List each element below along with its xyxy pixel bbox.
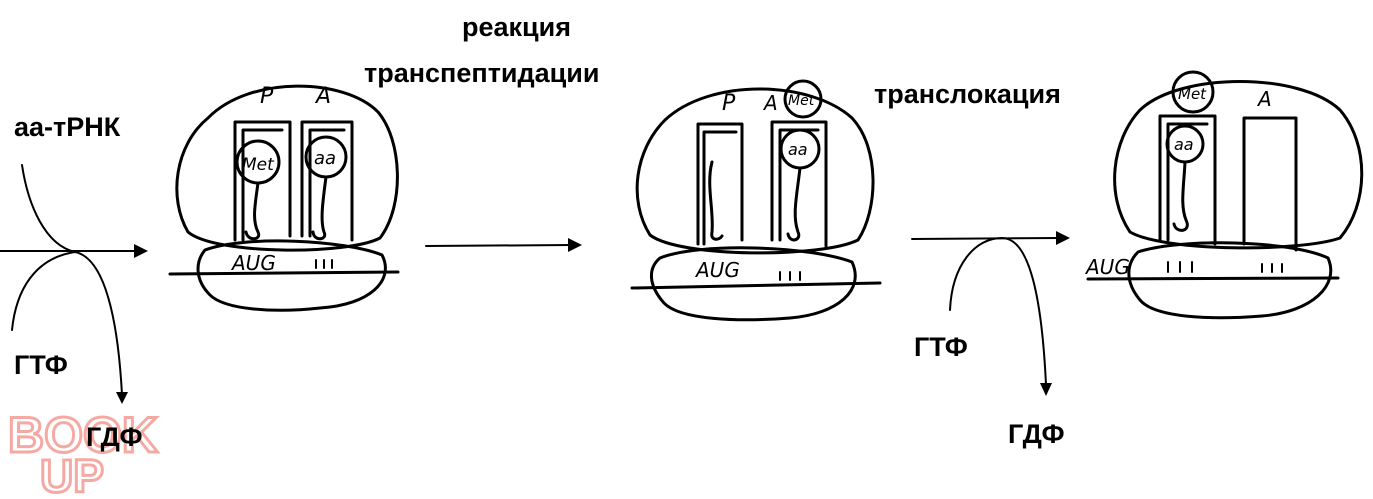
ribosome-1-p-trna: Met xyxy=(242,155,275,175)
gtp-label-1: ГТФ xyxy=(14,350,68,380)
transpeptidation-label-1: реакция xyxy=(462,12,571,42)
watermark-line2: UP xyxy=(40,450,104,499)
aa-trna-label: аа-тРНК xyxy=(14,112,121,142)
ribosome-2 xyxy=(630,79,882,322)
ribosome-3 xyxy=(1086,70,1364,320)
ribosome-2-site-p: P xyxy=(722,91,736,116)
ribosome-3-site-a: A xyxy=(1256,87,1272,111)
gdp-label-2: ГДФ xyxy=(1008,419,1065,449)
translocation-arrow xyxy=(911,231,1070,396)
ribosome-3-p-trna: aa xyxy=(1174,135,1194,154)
translocation-label: транслокация xyxy=(874,79,1061,109)
ribosome-1-site-a: A xyxy=(314,84,331,109)
aa-trna-entry-arrow xyxy=(0,164,148,404)
ribosome-2-site-a: A xyxy=(762,91,778,115)
ribosome-1-site-p: P xyxy=(260,84,274,109)
ribosome-3-peptide: Met xyxy=(1178,85,1207,103)
ribosome-2-a-trna: aa xyxy=(788,140,808,159)
ribosome-2-codon: AUG xyxy=(694,258,740,282)
transpeptidation-label-2: транспептидации xyxy=(364,58,599,88)
watermark-line1: BOOK xyxy=(8,407,158,463)
ribosome-3-codon: AUG xyxy=(1084,255,1130,279)
ribosome-1 xyxy=(168,84,400,312)
gtp-label-2: ГТФ xyxy=(914,332,968,362)
ribosome-1-a-trna: aa xyxy=(314,148,336,169)
bookup-watermark: BOOK UP xyxy=(7,406,160,499)
gdp-label-1: ГДФ xyxy=(86,422,143,452)
ribosome-2-peptide: Met xyxy=(788,93,815,109)
ribosome-1-codon: AUG xyxy=(230,251,276,275)
transpeptidation-arrow xyxy=(425,238,582,252)
